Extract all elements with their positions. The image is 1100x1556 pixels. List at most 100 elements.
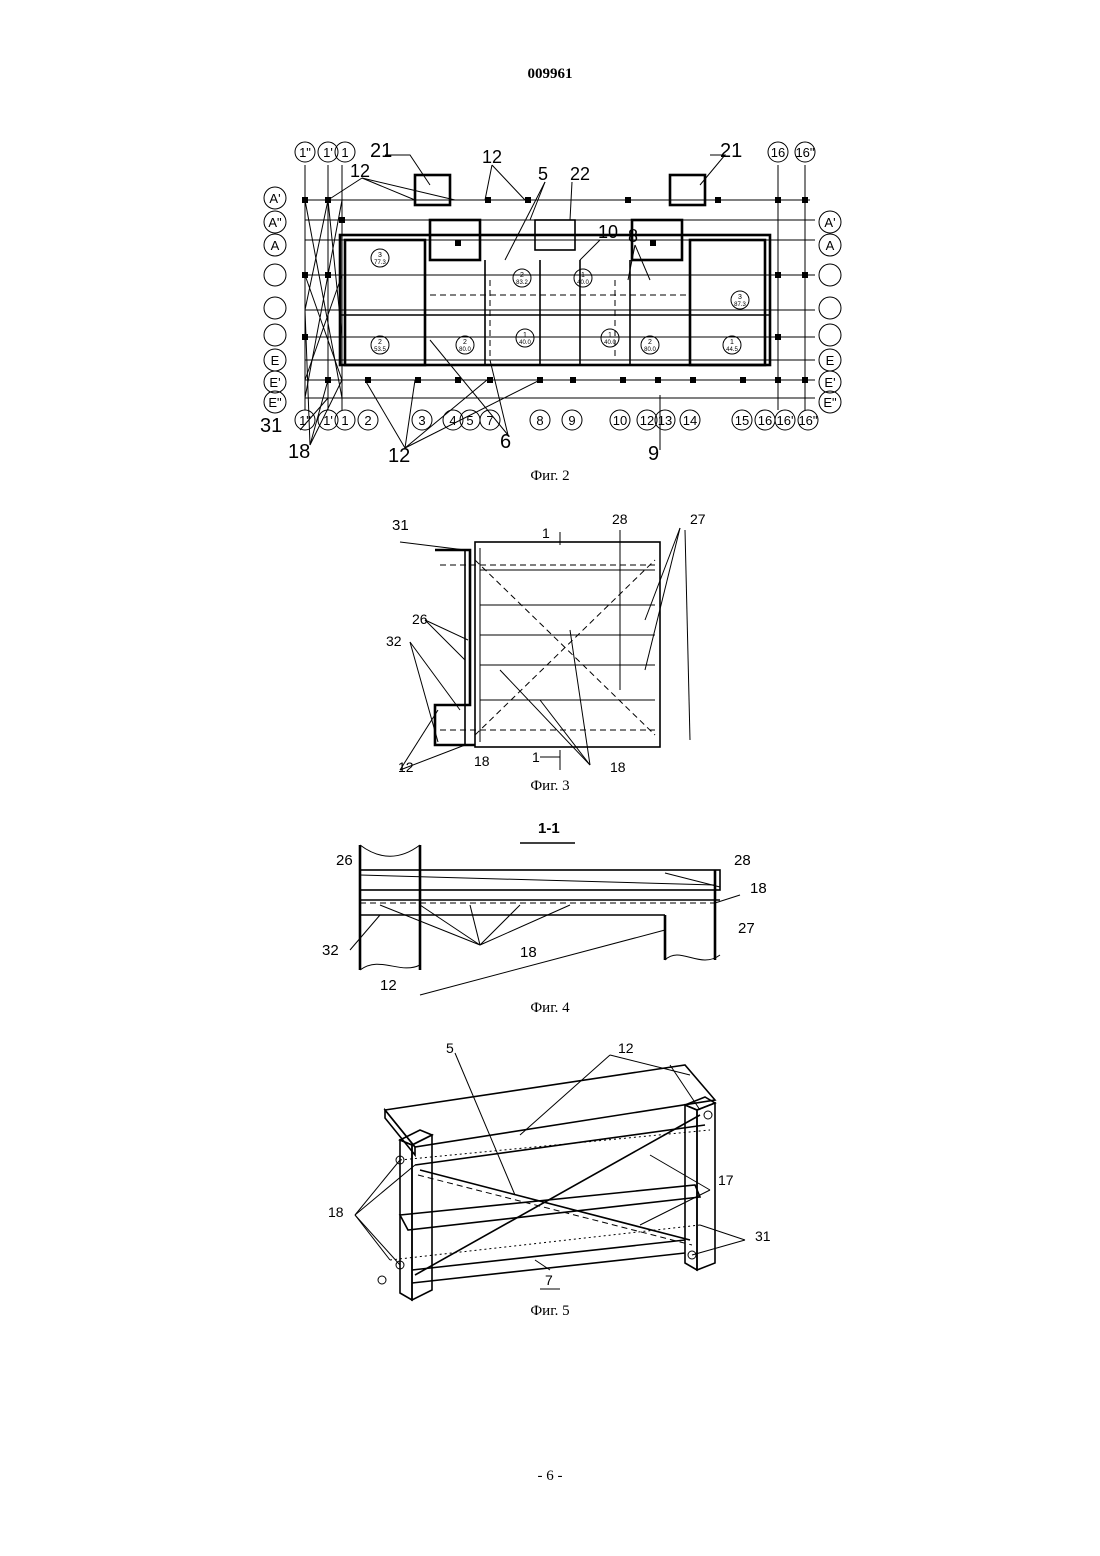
axis-label-bottom: 15 — [735, 413, 749, 428]
label-18-right: 18 — [610, 759, 626, 775]
room-number: 1 — [581, 272, 585, 279]
label-31: 31 — [260, 415, 282, 437]
axis-label-bottom: 2 — [364, 413, 371, 428]
room-number: 3 — [378, 252, 382, 259]
axis-bubbles-left: A' A" A E E' E" — [264, 187, 286, 413]
axis-left-2: A — [271, 238, 280, 253]
room-area: 80.0 — [459, 347, 471, 353]
label-28: 28 — [734, 852, 751, 869]
room-area: 53.5 — [374, 347, 386, 353]
figure-5-frame: 5 12 17 18 31 7 — [320, 1035, 790, 1300]
axis-left-7: E' — [269, 375, 280, 390]
label-5: 5 — [538, 164, 548, 184]
section-markers — [540, 532, 560, 770]
room-area: 87.3 — [734, 302, 746, 308]
label-1-top: 1 — [542, 525, 550, 541]
axis-16pp-top: 16" — [795, 145, 814, 160]
axis-1p-top: 1' — [323, 145, 333, 160]
label-31: 31 — [392, 517, 409, 534]
figure-4-caption: Фиг. 4 — [0, 1000, 1100, 1017]
axis-right-5: E — [826, 353, 835, 368]
page-number: - 6 - — [0, 1468, 1100, 1485]
axis-left-0: A' — [269, 191, 280, 206]
axis-bubbles-right: A' A E E' E" — [819, 211, 841, 413]
label-31: 31 — [755, 1228, 771, 1244]
label-6: 6 — [500, 431, 511, 453]
axis-label-bottom: 16 — [758, 413, 772, 428]
label-22: 22 — [570, 164, 590, 184]
label-18-bottom: 18 — [520, 944, 537, 961]
axis-left-6: E — [271, 353, 280, 368]
room-area: 77.3 — [374, 260, 386, 266]
room-number: 2 — [463, 339, 467, 346]
axis-label-bottom: 9 — [568, 413, 575, 428]
room-number: 2 — [648, 339, 652, 346]
axis-bubbles-bottom: 1"1'1234578910121314151616'16" — [295, 410, 818, 430]
label-12-left: 12 — [350, 161, 370, 181]
label-12: 12 — [618, 1040, 634, 1056]
column-markers — [302, 197, 808, 383]
axis-right-1: A — [826, 238, 835, 253]
room-area: 83.2 — [516, 280, 528, 286]
fig3-leaders — [400, 528, 680, 770]
label-18: 18 — [328, 1204, 344, 1220]
label-26: 26 — [336, 852, 353, 869]
axis-1-top: 1 — [341, 145, 348, 160]
figure-3-caption: Фиг. 3 — [0, 778, 1100, 795]
room-number: 1 — [608, 332, 612, 339]
label-12: 12 — [380, 977, 397, 994]
label-12-top: 12 — [482, 147, 502, 167]
axis-1pp-top: 1" — [299, 145, 311, 160]
label-21-left: 21 — [370, 140, 392, 162]
label-21-right: 21 — [720, 140, 742, 162]
label-8: 8 — [628, 226, 638, 246]
figure-2-caption: Фиг. 2 — [0, 468, 1100, 485]
axis-label-bottom: 12 — [640, 413, 654, 428]
axis-right-6: E' — [824, 375, 835, 390]
axis-right-7: E" — [823, 395, 837, 410]
label-9: 9 — [648, 443, 659, 465]
axis-label-bottom: 1 — [341, 413, 348, 428]
figure-2-plan: 1" 1' 1 16 16" A' A" A E E' E" A' A E — [250, 130, 850, 460]
axis-label-bottom: 4 — [449, 413, 456, 428]
label-32: 32 — [386, 633, 402, 649]
room-number: 1 — [730, 339, 734, 346]
wall-and-slabs — [435, 530, 690, 747]
axis-label-bottom: 7 — [486, 413, 493, 428]
axis-label-bottom: 8 — [536, 413, 543, 428]
room-area: 40.0 — [604, 340, 616, 346]
axis-label-bottom: 10 — [613, 413, 627, 428]
label-28: 28 — [612, 511, 628, 527]
room-number: 1 — [523, 332, 527, 339]
figure-5-caption: Фиг. 5 — [0, 1303, 1100, 1320]
label-1-bottom: 1 — [532, 749, 540, 765]
label-17: 17 — [718, 1172, 734, 1188]
axis-left-1: A" — [268, 215, 282, 230]
figure-4-section: 1-1 26 28 18 27 32 18 12 — [320, 815, 780, 1000]
label-7: 7 — [545, 1272, 553, 1288]
room-number: 2 — [520, 272, 524, 279]
label-27: 27 — [690, 511, 706, 527]
figure-3-fragment: 31 1 28 27 26 32 12 18 1 18 — [380, 510, 720, 775]
room-area: 40.0 — [577, 280, 589, 286]
callout-leaders — [300, 155, 725, 450]
label-18-right: 18 — [750, 880, 767, 897]
axis-grid-lines — [305, 165, 815, 410]
label-5: 5 — [446, 1040, 454, 1056]
label-18: 18 — [288, 441, 310, 463]
bracing-lines — [305, 200, 342, 398]
section-geometry — [360, 845, 720, 970]
fig4-labels: 26 28 18 27 32 18 12 — [322, 852, 767, 994]
axis-label-bottom: 3 — [418, 413, 425, 428]
room-number: 2 — [378, 339, 382, 346]
label-32: 32 — [322, 942, 339, 959]
section-label: 1-1 — [538, 820, 560, 837]
label-12: 12 — [398, 759, 414, 775]
document-number: 009961 — [0, 66, 1100, 83]
label-12-bottom: 12 — [388, 445, 410, 467]
axis-label-bottom: 16' — [777, 413, 794, 428]
label-18-left: 18 — [474, 753, 490, 769]
room-area: 80.0 — [644, 347, 656, 353]
label-27: 27 — [738, 920, 755, 937]
room-tags: 377.3283.2140.0387.3253.5280.0140.0140.0… — [371, 249, 749, 354]
